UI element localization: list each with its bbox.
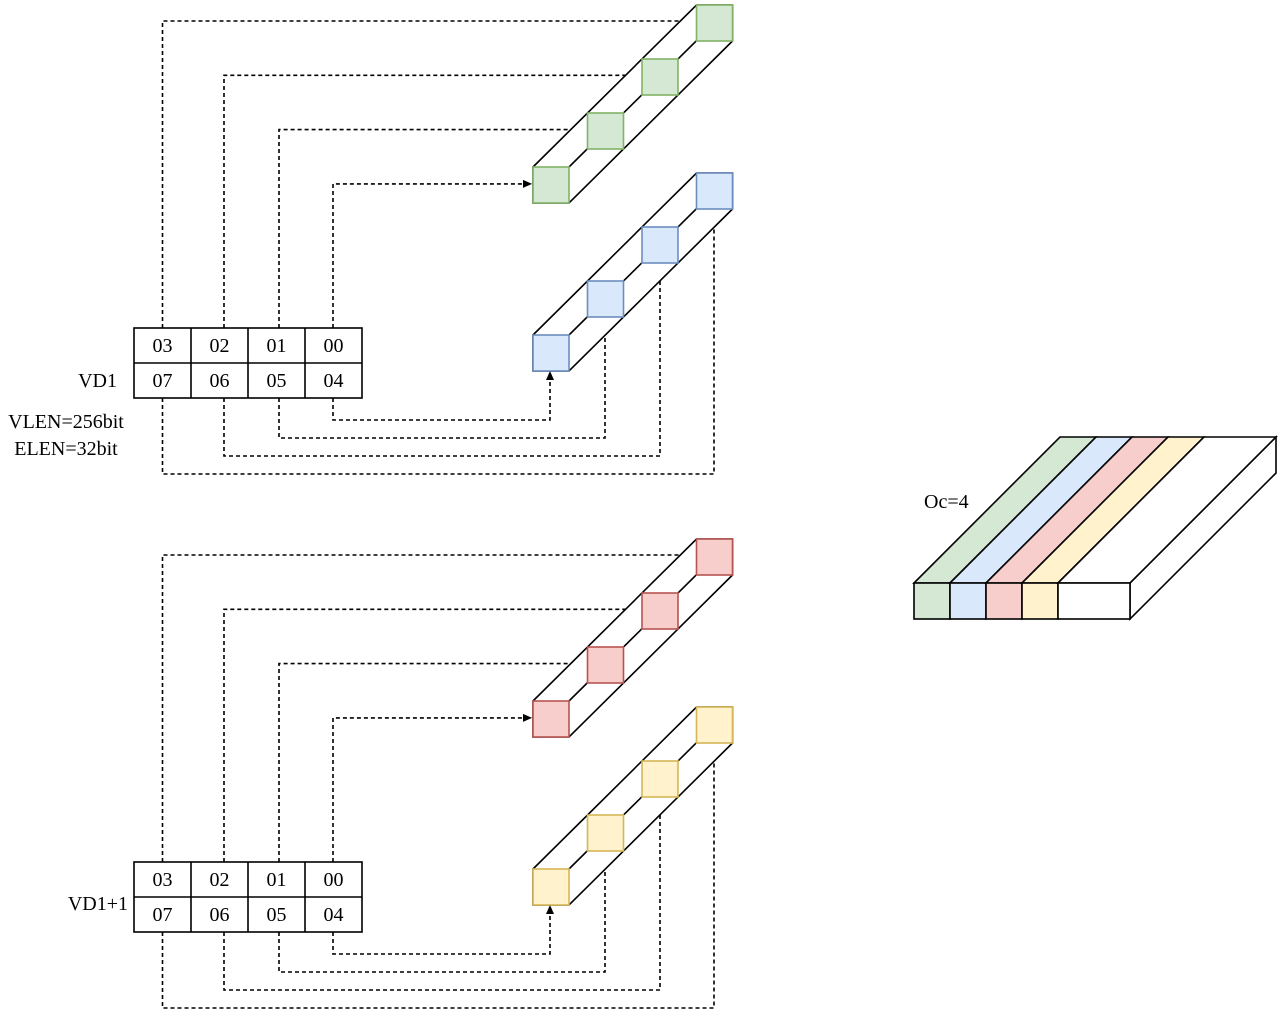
cell-top-1: 03 <box>153 869 173 891</box>
register-vd1: 03 02 01 00 07 06 05 04 VD1 VLEN=256bit … <box>8 327 363 460</box>
bar-cell-1 <box>532 868 570 906</box>
slab-front-yellow <box>1021 582 1059 620</box>
connector-bottom-2 <box>278 851 609 973</box>
bar-cell-4 <box>695 172 734 210</box>
cell-top-4: 00 <box>324 335 344 357</box>
vlen-note: VLEN=256bit <box>8 411 124 433</box>
output-slab: Oc=4 <box>912 435 1278 621</box>
slab-front-white <box>1057 582 1131 620</box>
cell-top-2: 02 <box>210 335 230 357</box>
cell-bottom-2: 06 <box>210 370 230 392</box>
cell-bottom-4: 04 <box>324 904 344 926</box>
cell-bottom-3: 05 <box>267 904 287 926</box>
yellow-bar <box>532 706 734 906</box>
bar-cell-3 <box>641 58 679 96</box>
connector-top-2 <box>278 125 587 328</box>
cell-bottom-2: 06 <box>210 904 230 926</box>
bars-layer <box>532 4 734 906</box>
bar-cell-2 <box>586 280 625 318</box>
bar-cell-4 <box>695 538 734 576</box>
connector-bottom-1 <box>223 263 664 457</box>
register-vd1-plus-1: 03 02 01 00 07 06 05 04 VD1+1 <box>68 861 363 933</box>
cell-bottom-1: 07 <box>153 904 173 926</box>
green-bar <box>532 4 734 204</box>
bar-cell-1 <box>532 700 570 738</box>
connector-bottom-3 <box>332 371 554 421</box>
register-label: VD1+1 <box>68 893 128 915</box>
cell-bottom-3: 05 <box>267 370 287 392</box>
bar-cell-4 <box>695 4 734 42</box>
bar-cell-2 <box>586 646 625 684</box>
slab-front-green <box>913 582 951 620</box>
register-label: VD1 <box>78 370 117 392</box>
cell-top-1: 03 <box>153 335 173 357</box>
elen-note: ELEN=32bit <box>14 438 118 460</box>
connector-bottom-2 <box>278 317 609 439</box>
cell-top-3: 01 <box>267 335 287 357</box>
bar-cell-4 <box>695 706 734 744</box>
blue-bar <box>532 172 734 372</box>
bar-cell-3 <box>641 592 679 630</box>
cell-bottom-1: 07 <box>153 370 173 392</box>
connector-layer <box>161 17 718 1009</box>
connector-top-2 <box>278 659 587 862</box>
bar-cell-2 <box>586 814 625 852</box>
red-bar <box>532 538 734 738</box>
bar-cell-2 <box>586 112 625 150</box>
connector-bottom-3 <box>332 905 554 955</box>
connector-top-3 <box>332 179 532 328</box>
connector-bottom-0 <box>161 743 718 1009</box>
bar-cell-3 <box>641 226 679 264</box>
bar-cell-3 <box>641 760 679 798</box>
cell-top-3: 01 <box>267 869 287 891</box>
connector-top-1 <box>223 71 642 328</box>
slab-front-blue <box>949 582 987 620</box>
bar-cell-1 <box>532 334 570 372</box>
connector-bottom-0 <box>161 209 718 475</box>
connector-bottom-1 <box>223 797 664 991</box>
oc-label: Oc=4 <box>924 491 969 513</box>
bar-cell-1 <box>532 166 570 204</box>
cell-bottom-4: 04 <box>324 370 344 392</box>
slab-front-red <box>985 582 1023 620</box>
connector-top-1 <box>223 605 642 862</box>
cell-top-2: 02 <box>210 869 230 891</box>
cell-top-4: 00 <box>324 869 344 891</box>
connector-top-3 <box>332 713 532 862</box>
